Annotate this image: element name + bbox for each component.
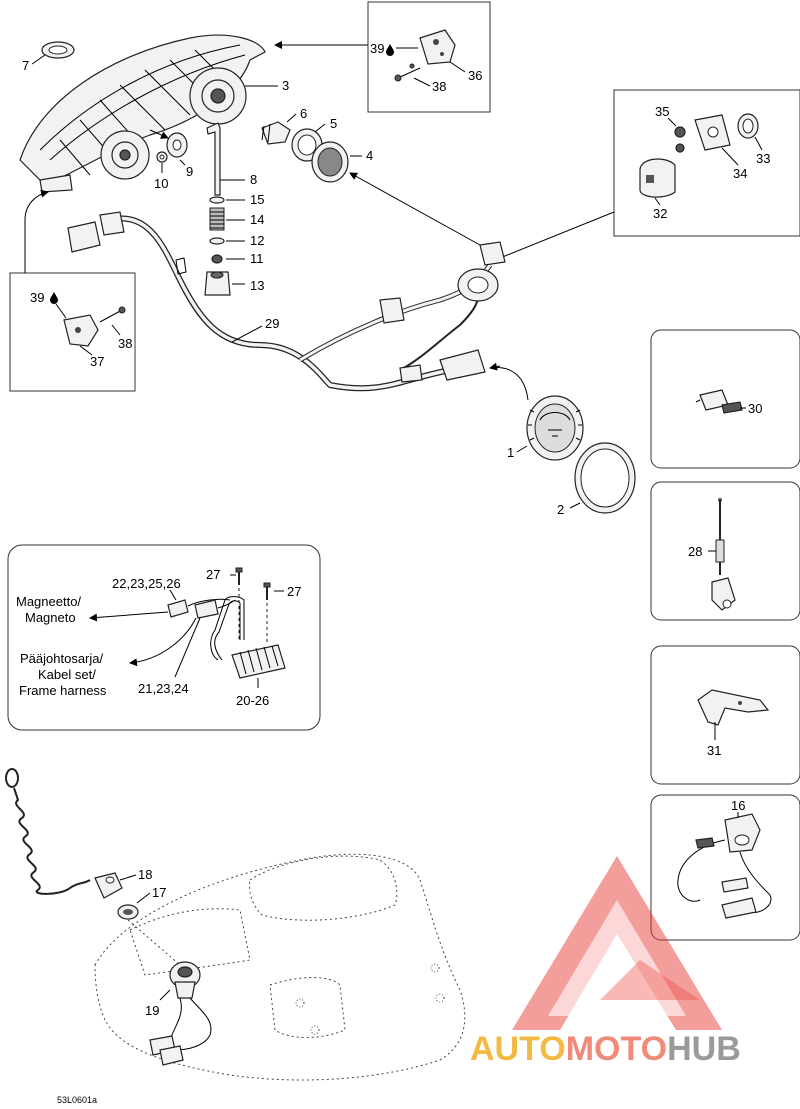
washer-part-12: [209, 237, 225, 245]
clip-part-7: [41, 41, 75, 59]
switch-part-37: [63, 314, 99, 347]
tether-cord-part-18: [5, 768, 123, 899]
label-18: 18: [138, 867, 152, 882]
bolt-part-27-left: [235, 567, 243, 640]
label-39-top: 39: [370, 41, 384, 56]
harness-label-line3: Frame harness: [19, 683, 107, 698]
label-19: 19: [145, 1003, 159, 1018]
label-12: 12: [250, 233, 264, 248]
nut-part-10: [156, 151, 168, 163]
label-13: 13: [250, 278, 264, 293]
automotohub-logo: [512, 856, 722, 1030]
label-27-right: 27: [287, 584, 301, 599]
label-10: 10: [154, 176, 168, 191]
washer-part-15: [209, 196, 225, 204]
label-33: 33: [756, 151, 770, 166]
grommet-part-9: [166, 132, 188, 158]
label-3: 3: [282, 78, 289, 93]
label-7: 7: [22, 58, 29, 73]
dashboard-outline: [94, 853, 466, 1081]
switch-part-36: [419, 29, 456, 65]
label-30: 30: [748, 401, 762, 416]
label-4: 4: [366, 148, 373, 163]
label-32: 32: [653, 206, 667, 221]
oil-drop-icon: [386, 44, 394, 56]
label-16: 16: [731, 798, 745, 813]
label-9: 9: [186, 164, 193, 179]
gauge-part-1: [526, 395, 584, 461]
magneto-label-line2: Magneto: [25, 610, 76, 625]
magneto-label-line1: Magneetto/: [16, 594, 81, 609]
bracket-part-34: [694, 114, 731, 151]
ignition-switch-part-19: [149, 961, 212, 1066]
screw-part-38-left: [99, 306, 126, 323]
bezel-ring-part-2: [574, 442, 636, 514]
bracket-part-31: [697, 689, 770, 726]
label-36: 36: [468, 68, 482, 83]
label-38-top: 38: [432, 79, 446, 94]
label-34: 34: [733, 166, 747, 181]
label-38-left: 38: [118, 336, 132, 351]
watermark-text: AUTOMOTOHUB: [470, 1030, 741, 1068]
connector-part-22: [167, 598, 231, 618]
harness-label-line1: Pääjohtosarja/: [20, 651, 103, 666]
inset-box-connector-32: [613, 89, 800, 237]
inset-box-regulator: [7, 544, 321, 731]
adjuster-part-13: [204, 271, 231, 296]
label-20-26: 20-26: [236, 693, 269, 708]
label-35: 35: [655, 104, 669, 119]
handlebar-switch-part-16: [677, 813, 772, 919]
label-31: 31: [707, 743, 721, 758]
label-6: 6: [300, 106, 307, 121]
label-11: 11: [250, 251, 264, 266]
headlight-housing: [19, 34, 266, 193]
label-27-left: 27: [206, 567, 220, 582]
harness-label-line2: Kabel set/: [38, 667, 96, 682]
oil-drop-icon: [50, 292, 58, 304]
label-2: 2: [557, 502, 564, 517]
label-21-23-24: 21,23,24: [138, 681, 189, 696]
label-29: 29: [265, 316, 279, 331]
ring-nut-part-33: [737, 113, 759, 139]
nut-part-11: [211, 254, 223, 264]
inset-box-cable-28: [650, 481, 800, 621]
relay-part-30: [695, 389, 743, 414]
label-39-left: 39: [30, 290, 44, 305]
connector-part-32: [639, 158, 676, 198]
label-14: 14: [250, 212, 264, 227]
drawing-code: 53L0601a: [57, 1095, 97, 1105]
rubber-boot-part-4: [311, 141, 349, 183]
label-17: 17: [152, 885, 166, 900]
label-1: 1: [507, 445, 514, 460]
voltage-regulator-part-20-26: [210, 596, 286, 679]
inset-box-bracket-31: [650, 645, 800, 785]
screw-part-38-top: [394, 63, 421, 82]
nut-part-35: [674, 126, 686, 153]
label-5: 5: [330, 116, 337, 131]
key-cap-part-17: [117, 904, 139, 920]
label-8: 8: [250, 172, 257, 187]
inset-box-switch-16: [650, 794, 800, 941]
wiring-harness-part-29: [67, 211, 506, 392]
bulb-part-6: [261, 121, 291, 145]
bolt-part-27-right: [263, 582, 271, 645]
spring-part-14: [209, 207, 225, 231]
label-22-23-25-26: 22,23,25,26: [112, 576, 181, 591]
label-28: 28: [688, 544, 702, 559]
label-37: 37: [90, 354, 104, 369]
connector-part-21: [194, 599, 236, 619]
adjust-rod-part-8: [206, 122, 221, 196]
label-15: 15: [250, 192, 264, 207]
